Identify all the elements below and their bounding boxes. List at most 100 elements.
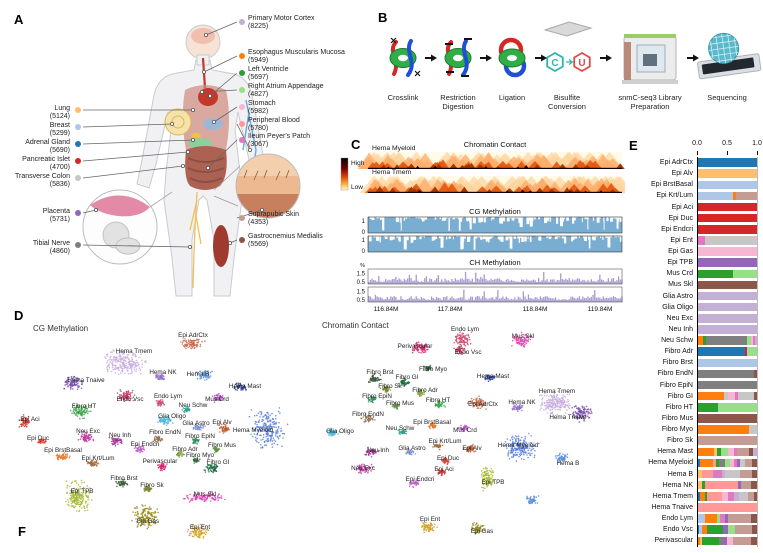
umap-point	[131, 372, 133, 374]
umap-point	[127, 390, 130, 392]
umap-cluster-label: Fibro Mus	[208, 442, 236, 449]
umap-point	[126, 354, 128, 356]
umap-point	[66, 487, 68, 489]
umap-point	[372, 418, 374, 421]
umap-point	[544, 404, 546, 407]
umap-point	[429, 427, 431, 430]
umap-point	[444, 406, 447, 408]
umap-point	[267, 417, 269, 420]
umap-point	[211, 470, 213, 473]
umap-point	[201, 424, 204, 427]
umap-point	[207, 377, 209, 379]
umap-point	[157, 401, 160, 403]
umap-point	[67, 385, 69, 387]
tissue-name: Adrenal Gland	[25, 139, 70, 146]
umap-point	[274, 440, 277, 443]
hic-domain-triangle	[466, 162, 476, 169]
umap-point	[92, 438, 94, 441]
umap-point	[69, 455, 71, 458]
tissue-color-dot	[239, 53, 245, 59]
umap-point	[189, 343, 192, 346]
umap-point	[196, 338, 198, 341]
umap-point	[558, 402, 560, 404]
step-arrow-icon	[480, 54, 492, 62]
tissue-color-dot	[75, 175, 81, 181]
umap-cluster-label: Neu Exc	[76, 428, 100, 435]
umap-point	[220, 423, 223, 426]
ch-bar	[378, 297, 380, 302]
skin-hair-strokes	[243, 169, 290, 181]
cg-dip	[403, 217, 406, 221]
cg-dip	[376, 236, 379, 238]
umap-point	[437, 404, 439, 406]
umap-point	[115, 364, 117, 367]
umap-point	[65, 453, 67, 456]
umap-point	[181, 409, 184, 411]
cg-dip	[596, 217, 600, 223]
umap-cluster-label: Hema Mast	[229, 383, 261, 390]
ch-bar	[430, 296, 433, 302]
umap-point	[70, 375, 73, 378]
umap-point	[567, 400, 570, 403]
umap-point	[256, 437, 258, 440]
skin-dermis-layer	[236, 176, 300, 194]
umap-point	[25, 419, 27, 422]
cg-dip	[370, 217, 373, 219]
umap-cluster-label: Fibro HT	[72, 403, 97, 410]
ch-bar	[459, 297, 462, 302]
umap-cluster	[104, 349, 147, 376]
umap-point	[562, 403, 565, 406]
cg-dip	[456, 217, 460, 219]
tissue-cell-count: (3067)	[248, 141, 269, 148]
ch-bar	[577, 297, 579, 302]
umap-point	[70, 386, 72, 389]
umap-cluster-label: Hema Tmem	[116, 348, 152, 355]
umap-point	[209, 371, 212, 374]
umap-point	[457, 333, 459, 335]
machine-side-panel	[624, 42, 631, 80]
umap-point	[205, 466, 208, 468]
umap-point	[271, 443, 273, 446]
tissue-cell-count: (5949)	[248, 57, 269, 64]
umap-point	[117, 368, 120, 370]
umap-point	[132, 352, 134, 355]
tissue-label: Primary Motor Cortex(8225)	[248, 15, 366, 31]
umap-cluster-label: Fibro Myo	[186, 452, 214, 459]
umap-point	[252, 435, 254, 438]
umap-point	[549, 409, 552, 411]
umap-cluster-label: Endo Vsc	[455, 349, 482, 356]
cg-dip	[420, 217, 424, 220]
cg-dip	[587, 217, 589, 219]
umap-point	[113, 368, 116, 370]
umap-point	[138, 356, 140, 359]
umap-point	[119, 483, 122, 486]
cg-dip	[607, 236, 611, 248]
umap-point	[224, 425, 227, 428]
umap-point	[81, 507, 83, 509]
tissue-name: Pancreatic Islet	[22, 156, 70, 163]
workflow-step-label-line: Preparation	[631, 102, 670, 111]
umap-point	[65, 500, 67, 503]
umap-point	[113, 360, 115, 362]
umap-point	[551, 408, 554, 411]
ch-bar	[548, 297, 550, 302]
umap-point	[274, 417, 277, 420]
umap-point	[135, 368, 138, 370]
umap-cluster	[195, 369, 213, 381]
umap-point	[560, 401, 562, 404]
umap-point	[185, 341, 188, 344]
umap-point	[110, 370, 113, 373]
umap-point	[86, 409, 88, 411]
umap-point	[77, 413, 79, 415]
umap-point	[240, 389, 242, 391]
ch-bar	[522, 279, 524, 284]
umap-point	[224, 431, 226, 433]
umap-point	[220, 396, 223, 398]
cg-dip	[411, 236, 414, 243]
umap-cluster-label: Epi Endcri	[131, 441, 160, 448]
umap-point	[73, 506, 75, 509]
cg-dip	[368, 236, 372, 242]
umap-point	[513, 407, 515, 410]
umap-point	[141, 504, 143, 506]
umap-point	[161, 399, 164, 401]
